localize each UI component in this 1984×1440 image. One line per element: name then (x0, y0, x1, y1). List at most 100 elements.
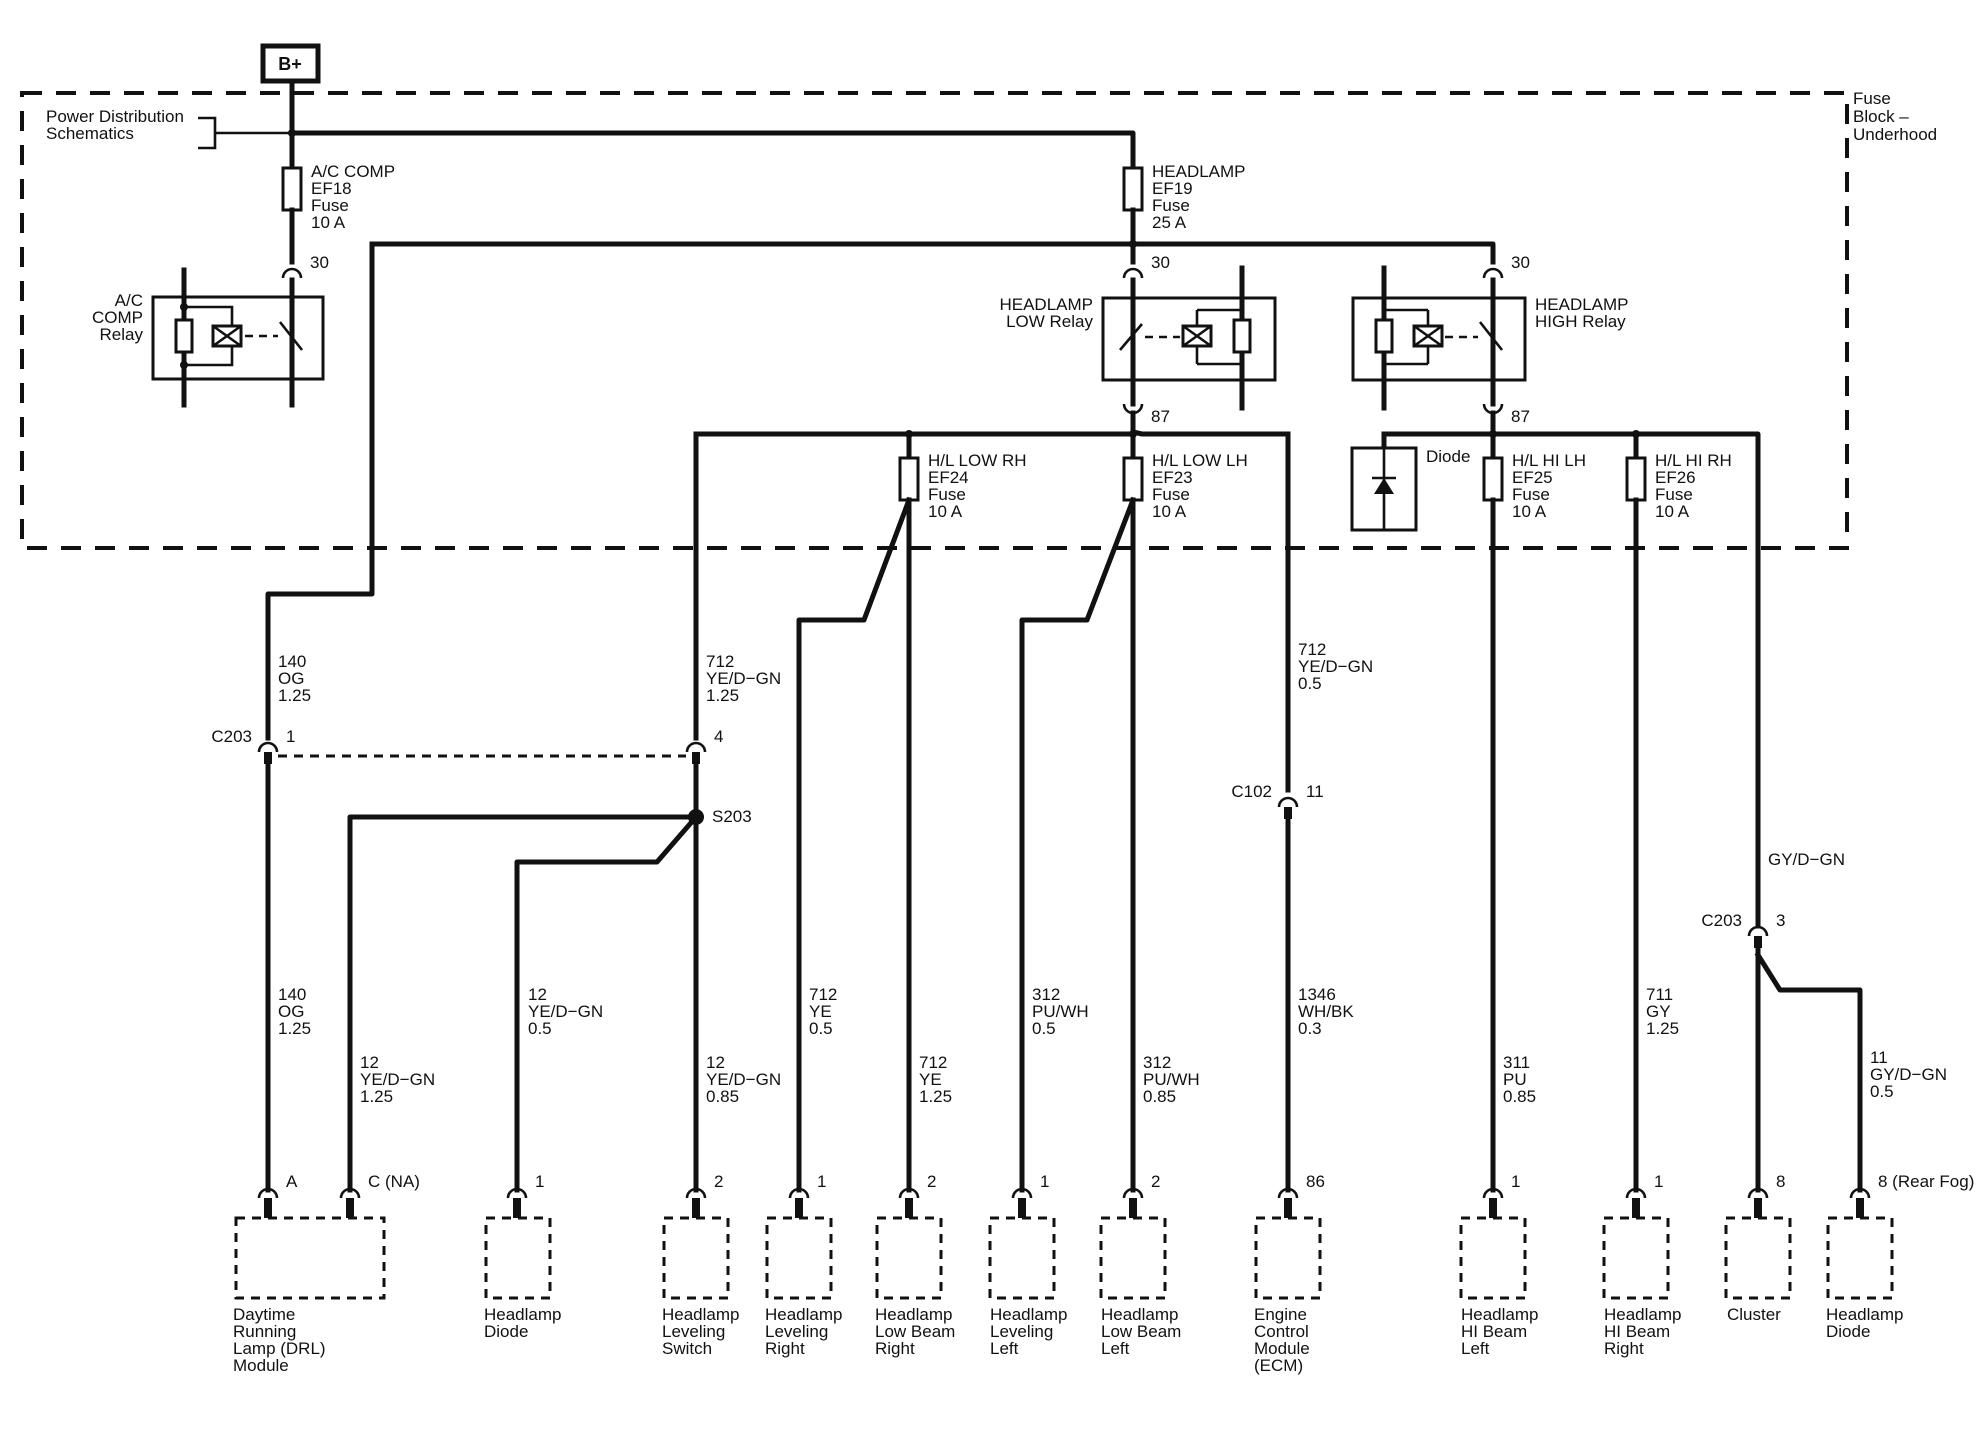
component-leveling-switch[interactable] (662, 1216, 730, 1300)
svg-text:Low Beam: Low Beam (875, 1322, 955, 1341)
svg-text:Headlamp: Headlamp (990, 1305, 1068, 1324)
component-headlamp-diode[interactable] (484, 1216, 552, 1300)
svg-text:12: 12 (360, 1053, 379, 1072)
svg-text:H/L LOW RH: H/L LOW RH (928, 451, 1027, 470)
wire-12-drl-c (347, 814, 699, 1193)
fuse-block-label: Block – (1853, 107, 1909, 126)
svg-text:OG: OG (278, 1002, 304, 1021)
svg-text:GY: GY (1646, 1002, 1671, 1021)
connector-pin (1122, 1187, 1144, 1199)
svg-text:Headlamp: Headlamp (875, 1305, 953, 1324)
svg-text:712: 712 (809, 985, 837, 1004)
connector-pin-terminal (264, 1198, 272, 1218)
fuse-ef18-label: EF18 (311, 179, 352, 198)
svg-text:PU/WH: PU/WH (1143, 1070, 1200, 1089)
component-drl-module[interactable] (234, 1216, 386, 1300)
svg-text:(ECM): (ECM) (1254, 1356, 1303, 1375)
power-distribution-label: Schematics (46, 124, 134, 143)
component-low-beam-left[interactable] (1099, 1216, 1167, 1300)
svg-text:Headlamp: Headlamp (484, 1305, 562, 1324)
fuse-ef25 (1482, 456, 1504, 502)
connector-pin-label: 1 (1654, 1172, 1663, 1191)
svg-text:712: 712 (706, 652, 734, 671)
svg-text:Module: Module (1254, 1339, 1310, 1358)
svg-text:87: 87 (1151, 407, 1170, 426)
svg-text:Daytime: Daytime (233, 1305, 295, 1324)
connector-pin-label: 8 (1776, 1172, 1785, 1191)
svg-text:EF23: EF23 (1152, 468, 1193, 487)
svg-text:Switch: Switch (662, 1339, 712, 1358)
svg-text:0.5: 0.5 (1032, 1019, 1056, 1038)
svg-text:Control: Control (1254, 1322, 1309, 1341)
svg-text:Leveling: Leveling (990, 1322, 1053, 1341)
svg-text:Headlamp: Headlamp (1101, 1305, 1179, 1324)
svg-text:Cluster: Cluster (1727, 1305, 1781, 1324)
component-headlamp-diode-rear-fog[interactable] (1826, 1216, 1894, 1300)
diode-label: Diode (1426, 447, 1470, 466)
svg-text:12: 12 (528, 985, 547, 1004)
s203-label: S203 (712, 807, 752, 826)
fuse-block-label: Underhood (1853, 125, 1937, 144)
wire-312-leveling-left (1019, 496, 1137, 1193)
svg-text:Left: Left (1461, 1339, 1490, 1358)
power-distribution-label: Power Distribution (46, 107, 184, 126)
connector-pin (788, 1187, 810, 1199)
component-low-beam-right[interactable] (875, 1216, 943, 1300)
component-hi-beam-left[interactable] (1459, 1216, 1527, 1300)
svg-text:30: 30 (1511, 253, 1530, 272)
fuse-ef18-label: Fuse (311, 196, 349, 215)
svg-text:Headlamp: Headlamp (662, 1305, 740, 1324)
connector-pin (1747, 1187, 1769, 1199)
svg-text:Headlamp: Headlamp (1461, 1305, 1539, 1324)
fuse-ef19-label: HEADLAMP (1152, 162, 1246, 181)
svg-text:3: 3 (1776, 911, 1785, 930)
component-leveling-left[interactable] (988, 1216, 1056, 1300)
connector-pin-terminal (346, 1198, 354, 1218)
connector-pin (339, 1187, 361, 1199)
connector-pin (1482, 1187, 1504, 1199)
svg-text:1.25: 1.25 (360, 1087, 393, 1106)
svg-text:EF26: EF26 (1655, 468, 1696, 487)
svg-text:10 A: 10 A (928, 502, 963, 521)
power-distribution-bracket (198, 116, 292, 150)
connector-pin (1011, 1187, 1033, 1199)
connector-pin-terminal (1129, 1198, 1137, 1218)
headlamp-low-relay-label: LOW Relay (1006, 312, 1093, 331)
connector-pin (1625, 1187, 1647, 1199)
connector-pin (685, 1187, 707, 1199)
svg-text:WH/BK: WH/BK (1298, 1002, 1354, 1021)
svg-text:311: 311 (1503, 1053, 1530, 1072)
svg-text:Left: Left (990, 1339, 1019, 1358)
component-cluster[interactable] (1724, 1216, 1792, 1300)
svg-text:OG: OG (278, 669, 304, 688)
svg-text:712: 712 (919, 1053, 947, 1072)
svg-text:1: 1 (286, 727, 295, 746)
component-hi-beam-right[interactable] (1602, 1216, 1670, 1300)
svg-text:YE: YE (919, 1070, 942, 1089)
connector-pin (506, 1187, 528, 1199)
component-ecm[interactable] (1254, 1216, 1322, 1300)
svg-text:H/L HI LH: H/L HI LH (1512, 451, 1586, 470)
connector-pin (898, 1187, 920, 1199)
svg-text:140: 140 (278, 985, 306, 1004)
svg-text:GY/D−GN: GY/D−GN (1768, 850, 1845, 869)
wire-12-headlamp-diode (514, 813, 700, 1193)
connector-pin (1277, 1187, 1299, 1199)
connector-pin-terminal (1018, 1198, 1026, 1218)
component-leveling-right[interactable] (765, 1216, 833, 1300)
svg-text:1.25: 1.25 (1646, 1019, 1679, 1038)
wire-top-bus (289, 130, 1136, 171)
svg-text:Module: Module (233, 1356, 289, 1375)
svg-text:1.25: 1.25 (278, 686, 311, 705)
bplus-box (260, 43, 321, 84)
fuse-ef18-label: 10 A (311, 213, 346, 232)
ac-comp-relay-label: COMP (92, 308, 143, 327)
fuse-block-label: Fuse (1853, 89, 1891, 108)
svg-text:Lamp (DRL): Lamp (DRL) (233, 1339, 326, 1358)
fuse-ef26 (1625, 456, 1647, 502)
svg-text:711: 711 (1646, 985, 1673, 1004)
svg-text:11: 11 (1306, 782, 1324, 801)
svg-text:712: 712 (1298, 640, 1326, 659)
headlamp-high-relay-label: HIGH Relay (1535, 312, 1626, 331)
